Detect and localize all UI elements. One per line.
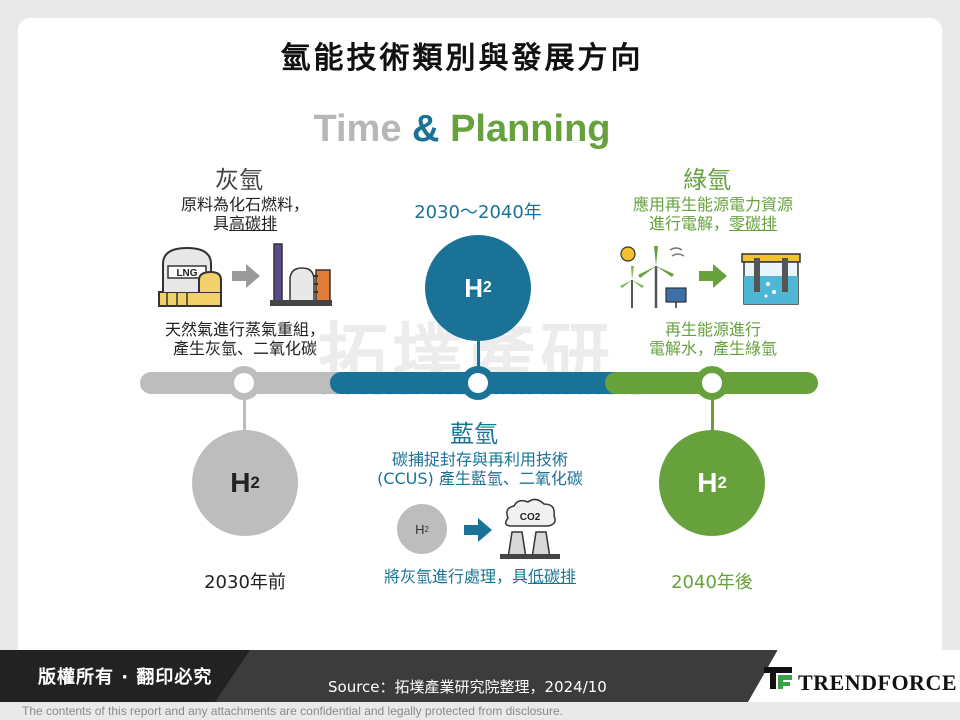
- gray-description: 原料為化石燃料， 具高碳排: [130, 195, 360, 233]
- green-arrow-icon: [699, 264, 727, 288]
- h2-symbol: H: [230, 467, 251, 498]
- gray-process-line2: 產生灰氫、二氧化碳: [172, 339, 317, 358]
- electrolysis-icon: [741, 253, 801, 305]
- blue-stem: [477, 335, 480, 375]
- timeline-node-gray: [227, 366, 261, 400]
- timeline-node-blue: [461, 366, 495, 400]
- blue-process-emphasis: 低碳排: [528, 567, 577, 586]
- gray-period: 2030年前: [204, 572, 286, 593]
- gray-process-line1: 天然氣進行蒸氣重組，: [164, 320, 325, 339]
- green-stem: [711, 395, 714, 435]
- h2-symbol: H: [415, 521, 425, 537]
- refinery-icon: [270, 243, 332, 306]
- gray-process: 天然氣進行蒸氣重組， 產生灰氫、二氧化碳: [130, 320, 360, 358]
- blue-hydrogen-heading: 藍氫: [450, 420, 498, 448]
- trendforce-logo-text: TRENDFORCE: [798, 670, 958, 695]
- trendforce-logo-icon: [764, 667, 792, 689]
- page-title: 氫能技術類別與發展方向: [280, 41, 644, 76]
- slide: [18, 18, 942, 666]
- h2-subscript: 2: [250, 473, 260, 492]
- timeline-node-green: [695, 366, 729, 400]
- h2-subscript: 2: [424, 524, 429, 534]
- h2-subscript: 2: [717, 473, 727, 492]
- blue-desc-line2: (CCUS) 產生藍氫、二氧化碳: [377, 469, 583, 488]
- green-desc-line1: 應用再生能源電力資源: [632, 195, 793, 214]
- disclaimer: The contents of this report and any atta…: [22, 704, 563, 718]
- green-process-line1: 再生能源進行: [664, 320, 761, 339]
- h2-symbol: H: [464, 272, 484, 303]
- blue-description: 碳捕捉封存與再利用技術 (CCUS) 產生藍氫、二氧化碳: [330, 450, 630, 488]
- green-process: 再生能源進行 電解水，產生綠氫: [598, 320, 828, 358]
- blue-arrow-icon: [464, 518, 492, 542]
- blue-process: 將灰氫進行處理，具低碳排: [340, 567, 620, 586]
- gray-arrow-icon: [232, 264, 260, 288]
- gray-desc-line2-emphasis: 高碳排: [229, 214, 278, 233]
- time-word: Time: [313, 108, 402, 150]
- blue-period: 2030～2040年: [414, 202, 542, 223]
- green-desc-line2-emphasis: 零碳排: [729, 214, 778, 233]
- gray-stem: [243, 395, 246, 435]
- planning-word: Planning: [450, 108, 611, 150]
- lng-label: LNG: [176, 268, 197, 279]
- copyright-notice: 版權所有 · 翻印必究: [38, 667, 213, 688]
- renewable-energy-icon: [620, 246, 687, 308]
- blue-desc-line1: 碳捕捉封存與再利用技術: [391, 450, 568, 469]
- green-description: 應用再生能源電力資源 進行電解，零碳排: [598, 195, 828, 233]
- blue-process-pre: 將灰氫進行處理，具: [383, 567, 528, 586]
- footer-left-panel: [0, 650, 250, 702]
- green-hydrogen-heading: 綠氫: [683, 166, 731, 194]
- lng-tank-icon: LNG: [158, 246, 222, 307]
- co2-factory-icon: CO2: [500, 498, 560, 559]
- ampersand: &: [412, 108, 440, 150]
- source-note: Source：拓墣產業研究院整理，2024/10: [328, 678, 607, 696]
- green-process-line2: 電解水，產生綠氫: [648, 339, 777, 358]
- co2-label: CO2: [520, 512, 541, 523]
- h2-subscript: 2: [483, 279, 492, 296]
- green-desc-line2-pre: 進行電解，: [648, 214, 729, 233]
- green-period: 2040年後: [671, 572, 753, 593]
- time-planning-heading: Time & Planning: [0, 108, 924, 151]
- gray-desc-line2-pre: 具: [212, 214, 229, 233]
- gray-hydrogen-heading: 灰氫: [215, 166, 263, 194]
- gray-desc-line1: 原料為化石燃料，: [180, 195, 309, 214]
- h2-symbol: H: [697, 467, 718, 498]
